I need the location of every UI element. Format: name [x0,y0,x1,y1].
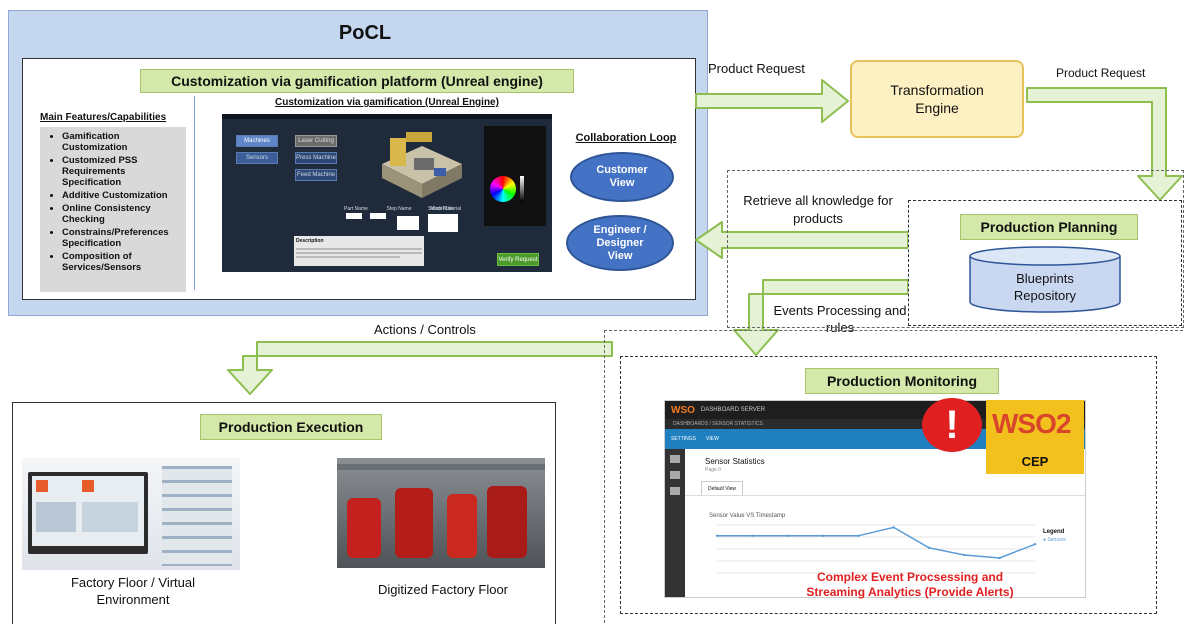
ue-field-labels: Part Name Step Name Model Use [344,206,454,212]
ue-select-material-label: Select Material [428,206,462,212]
ue-button-feed[interactable]: Feed Machine [295,169,337,181]
feature-item: Constrains/Preferences Specification [62,227,186,249]
production-execution-label: Production Execution [200,414,382,440]
color-wheel-icon [490,176,516,202]
virtual-environment-image [22,458,240,570]
tab-default-view[interactable]: Default View [701,481,743,496]
ue-description-title: Description [296,238,324,244]
label-retrieve-knowledge: Retrieve all knowledge for products [743,193,893,226]
monitoring-inner-dashed [620,356,1157,614]
ue-color-slider[interactable] [520,176,524,202]
arrow-retrieve-knowledge [695,221,909,259]
digitized-factory-image [337,458,545,568]
sidebar-icon[interactable] [670,471,680,479]
exclamation-alert-icon: ! [922,398,982,452]
cep-caption-line1: Complex Event Procsessing and [816,570,1004,584]
cep-label: CEP [1021,454,1049,469]
customer-view: Customer View [570,152,674,202]
view-button[interactable]: VIEW [706,436,719,442]
legend-item: ● Sensors [1043,537,1066,543]
arrow-events-processing [733,279,909,356]
data-point [821,534,825,537]
legend-title: Legend [1043,529,1065,535]
ue-button-press[interactable]: Press Machine [295,152,337,164]
arrow-product-request-2 [1026,87,1183,201]
dashboard-title: DASHBOARD SERVER [700,407,766,413]
ue-input-3[interactable] [397,216,419,230]
ue-input-1[interactable] [346,213,362,219]
ue-field-model: Model Use [430,206,454,212]
dashboard-sidebar [665,449,685,597]
ue-field-part: Part Name [344,206,368,212]
database-icon [969,246,1121,313]
feature-item: Online Consistency Checking [62,203,186,225]
digitized-caption: Digitized Factory Floor [377,582,509,597]
data-point [998,556,1001,560]
collab-title: Collaboration Loop [575,132,677,144]
wso2-dashboard: WSO DASHBOARD SERVER DASHBOARDS / SENSOR… [664,400,1086,598]
unreal-screenshot: Machines Sensors Laser Cutting Press Mac… [222,114,552,272]
feature-item: Customized PSS Requirements Specificatio… [62,155,186,188]
cep-caption-line2: Streaming Analytics (Provide Alerts) [806,585,1014,599]
blueprints-repository: Blueprints Repository [1013,271,1077,303]
sidebar-icon[interactable] [670,487,680,495]
data-point [857,534,860,537]
chart-title: Sensor Value VS Timestamp [709,513,786,519]
data-point [927,546,931,549]
features-list: Gamification Customization Customized PS… [40,131,186,275]
page-title: Sensor Statistics [705,457,765,466]
arrow-actions-controls [227,341,613,395]
label-product-request-1: Product Request [708,61,805,76]
series-line-sensors [717,526,1036,559]
ue-button-sensors[interactable]: Sensors [236,152,278,164]
customization-label: Customization via gamification platform … [140,69,574,93]
screenshot-title: Customization via gamification (Unreal E… [275,97,499,108]
arrow-product-request-1 [695,79,849,123]
feature-item: Gamification Customization [62,131,186,153]
data-point [1033,543,1037,546]
ue-verify-button[interactable]: Verify Request [497,253,539,266]
ue-button-laser[interactable]: Laser Cutting [295,135,337,147]
cep-caption: Complex Event Procsessing and Streaming … [760,570,1060,600]
ue-field-step: Step Name [386,206,412,212]
wso2-logo-box: WSO2 CEP [986,400,1084,474]
data-point [751,534,754,537]
machine-3d-model [382,132,462,198]
label-product-request-2: Product Request [1056,66,1146,80]
engineer-view: Engineer / Designer View [566,215,674,271]
sidebar-icon[interactable] [670,455,680,463]
legend-label: Sensors [1047,537,1066,543]
data-point [715,534,719,537]
data-point [963,553,966,557]
dashboard-breadcrumb[interactable]: DASHBOARDS / SENSOR STATISTICS [665,419,1085,429]
sensor-chart [715,524,1037,574]
ue-input-2[interactable] [370,213,386,219]
page-subtitle: Page 0 [705,467,721,473]
ue-button-machines[interactable]: Machines [236,135,278,147]
data-point [892,526,895,529]
monitoring-outer-dashed [604,330,1183,623]
transformation-engine: Transformation Engine [850,60,1024,138]
settings-button[interactable]: SETTINGS [671,436,697,442]
feature-item: Composition of Services/Sensors [62,251,186,273]
pocl-title: PoCL [338,22,392,44]
wso2-small-logo: WSO [671,404,695,416]
production-monitoring-label: Production Monitoring [805,368,999,394]
ue-select-material[interactable] [428,214,458,232]
features-bracket [194,96,195,290]
features-title: Main Features/Capabilities [40,112,167,123]
data-point [786,534,789,537]
label-actions-controls: Actions / Controls [374,322,476,337]
production-planning-label: Production Planning [960,214,1138,240]
virtual-caption: Factory Floor / Virtual Environment [70,575,196,607]
ue-description-box: Description [294,236,424,266]
features-list-box [40,127,186,292]
feature-item: Additive Customization [62,190,186,201]
wso2-logo: WSO2 [992,408,1071,439]
ue-right-panel [484,126,546,226]
